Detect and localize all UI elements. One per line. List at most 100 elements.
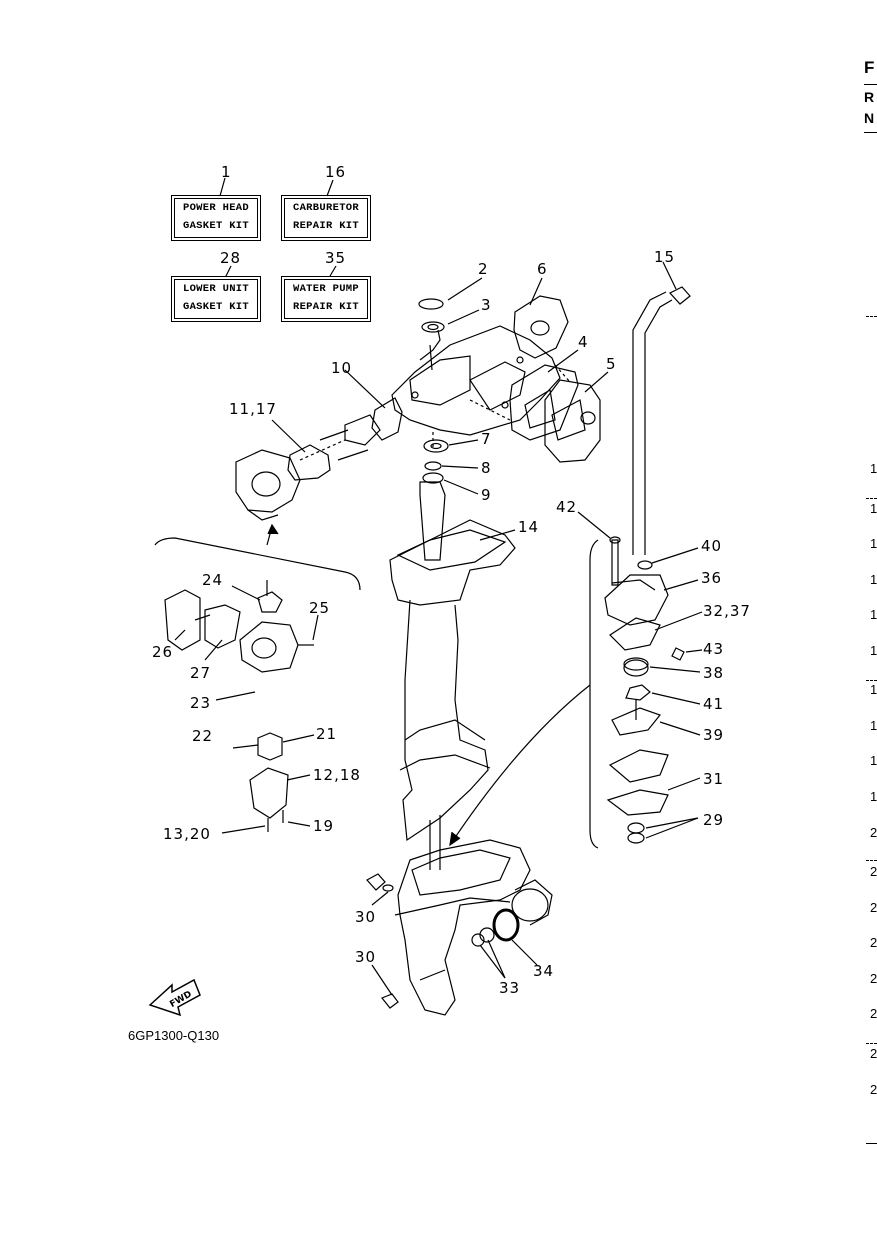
ring-9	[422, 472, 444, 484]
margin-header-letter: R	[864, 89, 875, 105]
pin-43	[671, 647, 685, 661]
callout-12-18: 12,18	[313, 766, 361, 784]
margin-header-letter: F	[864, 58, 875, 77]
prop-housing	[511, 888, 549, 922]
callout-38: 38	[703, 664, 724, 682]
kit-line: POWER HEAD	[182, 202, 249, 214]
callout-2: 2	[478, 260, 489, 278]
margin-row-number: 2	[870, 900, 877, 915]
kit-ref-16: 16	[325, 163, 347, 181]
margin-dash	[866, 316, 877, 317]
upper-casing	[389, 481, 516, 870]
callout-21: 21	[316, 725, 337, 743]
pump-housing-36	[604, 574, 669, 626]
margin-row-number: 2	[870, 1082, 877, 1097]
kit-line: WATER PUMP	[292, 283, 359, 295]
insert-38	[623, 659, 649, 677]
margin-row-number: 1	[870, 718, 877, 733]
callout-23: 23	[190, 694, 211, 712]
kit-ref-35: 35	[325, 249, 347, 267]
callout-39: 39	[703, 726, 724, 744]
margin-row-number: 1	[870, 461, 877, 476]
washer-8	[424, 461, 442, 471]
margin-dash	[866, 680, 877, 681]
kit-lower-unit-gasket: LOWER UNIT GASKET KIT	[171, 276, 261, 322]
float-21	[257, 732, 283, 761]
kit-line: REPAIR KIT	[292, 220, 359, 232]
margin-row-number: 1	[870, 572, 877, 587]
callout-14: 14	[518, 518, 539, 536]
callout-25: 25	[309, 599, 330, 617]
seal-3	[421, 321, 445, 333]
gasket-31b	[606, 789, 669, 816]
kit-power-head-gasket: POWER HEAD GASKET KIT	[171, 195, 261, 241]
gasket-10	[371, 397, 403, 441]
callout-13-20: 13,20	[163, 825, 211, 843]
callout-26: 26	[152, 643, 173, 661]
kit-ref-1: 1	[221, 163, 232, 181]
cover-6	[513, 295, 569, 359]
o-ring-2	[418, 298, 444, 310]
kit-line: LOWER UNIT	[182, 283, 249, 295]
margin-dash	[866, 860, 877, 861]
margin-rule	[864, 84, 877, 85]
callout-40: 40	[701, 537, 722, 555]
bolt-42	[611, 539, 619, 586]
callout-19: 19	[313, 817, 334, 835]
margin-row-number: 2	[870, 1006, 877, 1021]
margin-row-number: 1	[870, 536, 877, 551]
kit-carburetor-repair: CARBURETOR REPAIR KIT	[281, 195, 371, 241]
margin-dash	[866, 498, 877, 499]
gasket-27	[204, 604, 241, 649]
callout-41: 41	[703, 695, 724, 713]
plate-39	[611, 707, 661, 736]
callout-29: 29	[703, 811, 724, 829]
margin-dash	[866, 1043, 877, 1044]
margin-header-letter: N	[864, 110, 875, 126]
margin-row-number: 2	[870, 825, 877, 840]
margin-row-number: 1	[870, 753, 877, 768]
o-ring-34	[492, 908, 520, 942]
bearing-7	[423, 439, 449, 453]
margin-row-number: 1	[870, 682, 877, 697]
plug-30b	[381, 993, 399, 1009]
kit-water-pump-repair: WATER PUMP REPAIR KIT	[281, 276, 371, 322]
carburetor-body	[235, 449, 301, 513]
power-head-block	[391, 325, 561, 436]
callout-4: 4	[578, 333, 589, 351]
callout-5: 5	[606, 355, 617, 373]
gasket-31a	[608, 749, 669, 783]
float-chamber-12-18	[249, 767, 289, 819]
margin-row-number: 2	[870, 864, 877, 879]
kit-line: CARBURETOR	[292, 202, 359, 214]
gasket-26	[164, 589, 201, 651]
margin-row-number: 1	[870, 789, 877, 804]
callout-24: 24	[202, 571, 223, 589]
gasket-32-37	[609, 617, 661, 651]
plug-30a	[366, 873, 386, 891]
margin-rule	[866, 1143, 877, 1144]
callout-30b: 30	[355, 948, 376, 966]
callout-43: 43	[703, 640, 724, 658]
gasket-4	[509, 364, 579, 441]
kit-ref-28: 28	[220, 249, 242, 267]
margin-row-number: 1	[870, 607, 877, 622]
diagram-code: 6GP1300-Q130	[128, 1028, 220, 1043]
margin-row-number: 2	[870, 1046, 877, 1061]
callout-42: 42	[556, 498, 577, 516]
impeller-41	[625, 684, 651, 701]
kit-line: REPAIR KIT	[292, 301, 359, 313]
callout-36: 36	[701, 569, 722, 587]
callout-27: 27	[190, 664, 211, 682]
margin-row-number: 1	[870, 643, 877, 658]
fwd-arrow-icon	[148, 978, 201, 1017]
callout-8: 8	[481, 459, 492, 477]
callout-22: 22	[192, 727, 213, 745]
callout-10: 10	[331, 359, 352, 377]
grommet-40	[637, 560, 653, 570]
float-bowl-cover-24	[257, 591, 283, 613]
callout-9: 9	[481, 486, 492, 504]
gearcase	[394, 839, 531, 1016]
callout-34: 34	[533, 962, 554, 980]
